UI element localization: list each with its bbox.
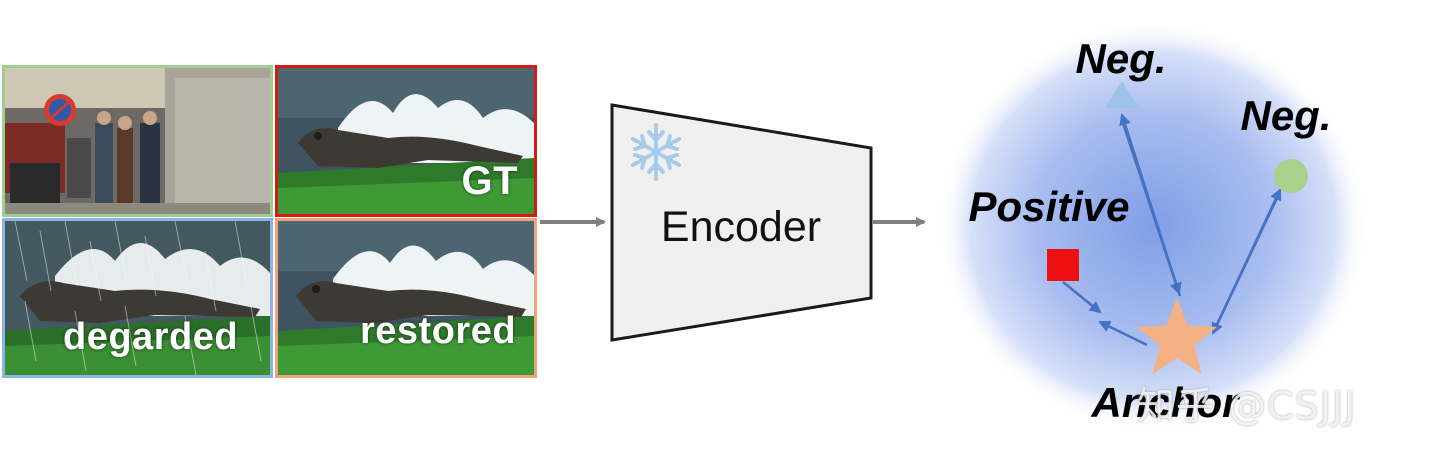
restored-label: restored: [360, 310, 517, 352]
degraded-photo-panel: degarded: [2, 218, 273, 378]
gt-label: GT: [461, 159, 518, 203]
arrow-anchor-to-positive-2: [1098, 320, 1148, 347]
street-photo: [5, 68, 270, 214]
degraded-label: degarded: [63, 316, 239, 358]
restored-photo-panel: restored: [275, 218, 537, 378]
street-photo-panel: [2, 65, 273, 217]
watermark-text: 知乎 @CSJJJ: [1137, 384, 1357, 428]
neg-right-label: Neg.: [1240, 92, 1331, 139]
positive-label: Positive: [968, 183, 1129, 230]
neg-top-label: Neg.: [1075, 35, 1166, 82]
iguana-photo-restored: [278, 221, 534, 375]
arrow-neg-right-to-anchor: [1211, 195, 1280, 335]
anchor-star: [1137, 298, 1217, 374]
arrow-neg-top-to-anchor: [1120, 119, 1182, 295]
neg-circle: [1274, 159, 1308, 193]
gt-photo-panel: GT: [275, 65, 537, 217]
iguana-photo-gt: [278, 68, 534, 214]
neg-triangle: [1105, 81, 1139, 108]
snowflake-icon: [631, 123, 681, 181]
arrow-positive-to-anchor-1: [1062, 281, 1102, 314]
iguana-photo-degraded: [5, 221, 270, 375]
anchor-label: Anchor: [1091, 379, 1242, 426]
encoder-label: Encoder: [661, 203, 821, 251]
embedding-space: [938, 21, 1368, 431]
positive-square: [1047, 249, 1079, 281]
